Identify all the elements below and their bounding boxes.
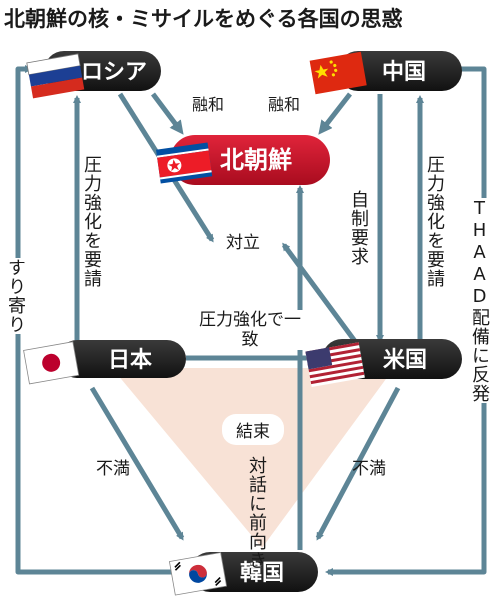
node-china: 中国 (338, 51, 462, 91)
node-south-korea-label: 韓国 (240, 560, 284, 586)
label-japan-sk: 不満 (96, 459, 130, 479)
node-north-korea-label: 北朝鮮 (220, 146, 292, 174)
russia-flag-icon (26, 53, 85, 99)
node-japan: 日本 (58, 340, 186, 378)
usa-flag-icon (305, 342, 365, 388)
label-japan-russia: 圧力強化を要請 (81, 155, 102, 288)
label-usa-china: 圧力強化を要請 (424, 155, 445, 288)
label-russia-nk: 融和 (192, 95, 224, 114)
label-solidarity: 結束 (222, 414, 284, 445)
label-china-nk: 融和 (268, 95, 300, 114)
label-usa-sk: 不満 (352, 459, 386, 479)
arrow-russia-nk (151, 92, 184, 135)
label-korea-russia: すり寄り (5, 258, 26, 334)
node-japan-label: 日本 (108, 348, 152, 373)
arrow-usa-sk (315, 386, 401, 541)
arrow-usa-confront (281, 242, 363, 350)
label-japan-usa: 圧力強化で一致 (195, 310, 305, 350)
node-usa-label: 米国 (383, 348, 427, 373)
label-confrontation: 対立 (226, 233, 260, 253)
node-china-label: 中国 (382, 60, 426, 85)
node-russia-label: ロシア (81, 60, 147, 85)
japan-flag-icon (23, 341, 80, 385)
label-thaad: THAAD配備に反発 (469, 198, 490, 403)
label-china-usa: 自制要求 (348, 190, 369, 266)
south-korea-flag-icon (168, 552, 228, 596)
arrow-thaad (325, 66, 487, 576)
arrow-japan-sk (89, 386, 185, 541)
north-korea-flag-icon (156, 142, 213, 184)
arrow-china-nk (318, 92, 352, 135)
china-flag-icon (309, 51, 367, 95)
diagram-title: 北朝鮮の核・ミサイルをめぐる各国の思惑 (4, 7, 403, 31)
label-sk-nk: 対話に前向き (246, 456, 267, 570)
